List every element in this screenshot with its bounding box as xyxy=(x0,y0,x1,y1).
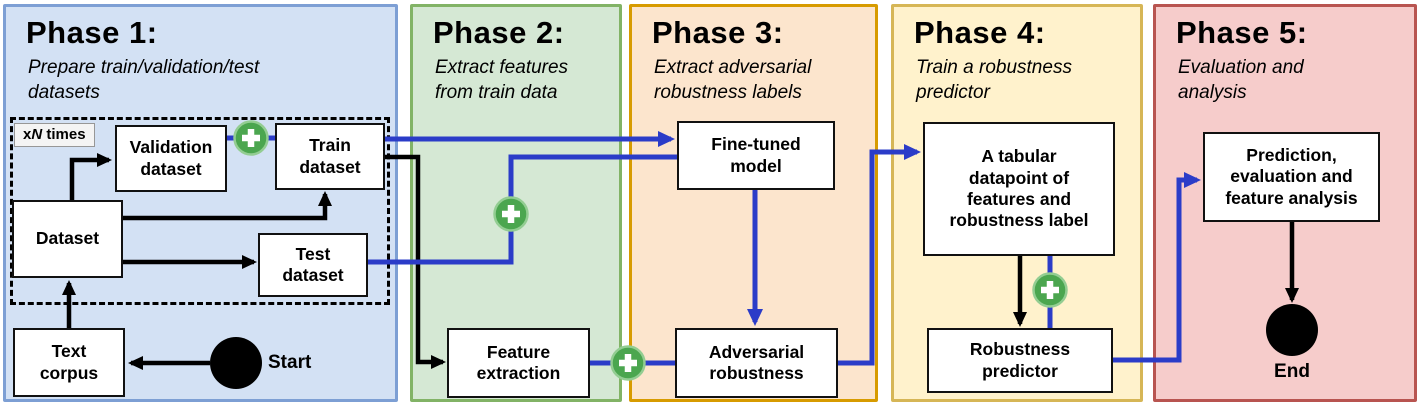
loop-count-label: xN times xyxy=(14,123,95,147)
phase-4-title: Phase 4: xyxy=(914,15,1046,50)
node-validation-dataset: Validation dataset xyxy=(115,125,227,192)
node-fine-tuned-model: Fine-tuned model xyxy=(677,121,835,190)
repeat-group-outline xyxy=(10,117,390,305)
phase-1-subtitle: Prepare train/validation/test datasets xyxy=(28,57,260,104)
loop-count-prefix: x xyxy=(23,126,32,143)
phase-3-title: Phase 3: xyxy=(652,15,784,50)
plus-icon-tabular-predictor xyxy=(1032,272,1068,308)
node-prediction-evaluation: Prediction, evaluation and feature analy… xyxy=(1203,132,1380,222)
node-dataset: Dataset xyxy=(12,200,123,278)
start-marker-icon xyxy=(210,337,262,389)
node-text-corpus: Text corpus xyxy=(13,328,125,397)
phase-2-subtitle: Extract features from train data xyxy=(435,57,569,104)
node-adversarial-robustness: Adversarial robustness xyxy=(675,328,838,398)
start-label: Start xyxy=(268,352,312,373)
node-robustness-predictor: Robustness predictor xyxy=(927,328,1113,393)
edge-dataset-to-validation xyxy=(69,153,112,202)
phase-3-subtitle: Extract adversarial robustness labels xyxy=(654,57,812,104)
phase-4-subtitle: Train a robustness predictor xyxy=(916,57,1072,104)
edge-predictor-to-prediction xyxy=(1113,172,1201,363)
edge-adversarial-to-tabular xyxy=(838,144,921,366)
node-tabular-datapoint: A tabular datapoint of features and robu… xyxy=(923,122,1115,256)
end-marker-icon xyxy=(1266,304,1318,356)
edge-dataset-to-train xyxy=(123,191,332,221)
plus-icon-feature-adversarial xyxy=(610,345,646,381)
node-feature-extraction: Feature extraction xyxy=(447,328,590,398)
phase-5-subtitle: Evaluation and analysis xyxy=(1178,57,1304,104)
phase-1-title: Phase 1: xyxy=(26,15,158,50)
node-test-dataset: Test dataset xyxy=(258,233,368,297)
plus-icon-validation-train xyxy=(233,120,269,156)
plus-icon-test-train-merge xyxy=(493,196,529,232)
end-label: End xyxy=(1274,361,1310,382)
node-train-dataset: Train dataset xyxy=(275,123,385,190)
loop-count-n: N xyxy=(31,126,43,143)
loop-count-suffix: times xyxy=(42,126,86,143)
phase-2-title: Phase 2: xyxy=(433,15,565,50)
phase-5-title: Phase 5: xyxy=(1176,15,1308,50)
